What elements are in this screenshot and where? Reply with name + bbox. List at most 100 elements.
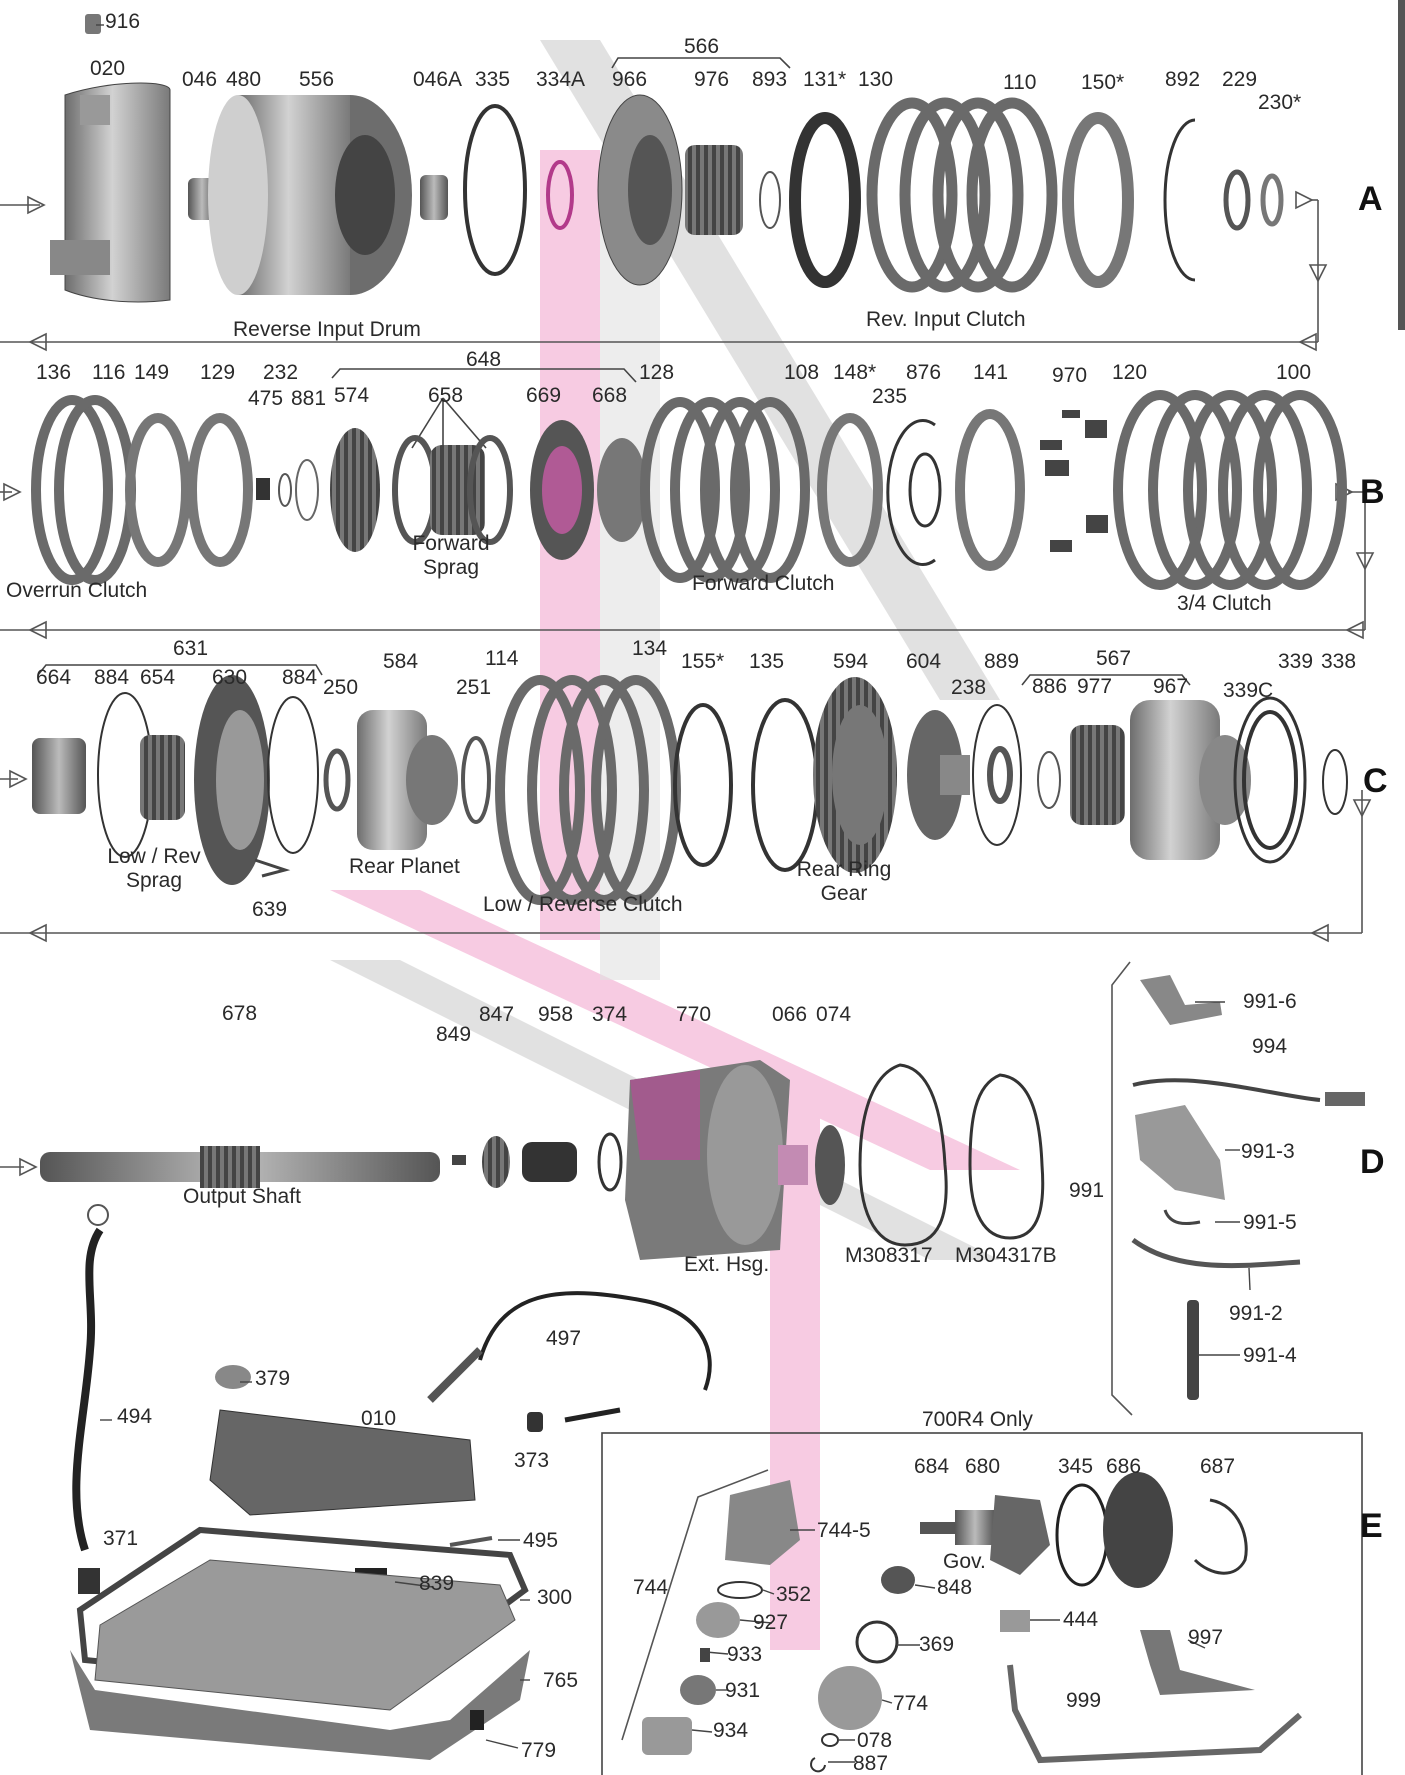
part-label: 495 [523, 1530, 558, 1551]
part-label: 916 [105, 11, 140, 32]
part-label: 129 [200, 362, 235, 383]
part-label: 994 [1252, 1036, 1287, 1057]
part-label: 566 [684, 36, 719, 57]
part-label: 991-6 [1243, 991, 1297, 1012]
part-label: 230* [1258, 92, 1301, 113]
part-label: 135 [749, 651, 784, 672]
part-label: 639 [252, 899, 287, 920]
part-label: 155* [681, 651, 724, 672]
part-label: 494 [117, 1406, 152, 1427]
part-label: 567 [1096, 648, 1131, 669]
caption-low-reverse-clutch: Low / Reverse Clutch [483, 893, 683, 917]
part-label: 886 [1032, 676, 1067, 697]
caption-line: Sprag [104, 869, 204, 893]
part-label: 128 [639, 362, 674, 383]
part-label: 108 [784, 362, 819, 383]
part-label: 770 [676, 1004, 711, 1025]
lower-parts [70, 1205, 710, 1760]
part-label: 876 [906, 362, 941, 383]
part-label: 893 [752, 69, 787, 90]
part-label: 680 [965, 1456, 1000, 1477]
part-label: 100 [1276, 362, 1311, 383]
part-label: 654 [140, 667, 175, 688]
part-label: 648 [466, 349, 501, 370]
part-label: 335 [475, 69, 510, 90]
part-label: 967 [1153, 676, 1188, 697]
part-label: 892 [1165, 69, 1200, 90]
part-label: 958 [538, 1004, 573, 1025]
caption-3-4-clutch: 3/4 Clutch [1177, 592, 1272, 616]
part-label: 630 [212, 667, 247, 688]
part-label: 966 [612, 69, 647, 90]
part-label: 444 [1063, 1609, 1098, 1630]
part-label: 976 [694, 69, 729, 90]
part-label: 774 [893, 1693, 928, 1714]
part-label: 020 [90, 58, 125, 79]
part-label: 997 [1188, 1627, 1223, 1648]
part-label: 136 [36, 362, 71, 383]
part-label: 991-2 [1229, 1303, 1283, 1324]
row-a-parts [50, 14, 1281, 302]
part-label: 046 [182, 69, 217, 90]
section-label-c: C [1363, 762, 1388, 801]
part-label: 744-5 [817, 1520, 871, 1541]
part-label: 744 [633, 1577, 668, 1598]
part-label: 238 [951, 677, 986, 698]
part-label: 352 [776, 1584, 811, 1605]
part-label: 849 [436, 1024, 471, 1045]
caption-rear-ring-gear: Rear Ring Gear [794, 858, 894, 906]
part-label: 371 [103, 1528, 138, 1549]
scroll-edge-bar [1398, 0, 1405, 330]
caption-rev-input-clutch: Rev. Input Clutch [866, 308, 1026, 332]
part-label: 991-5 [1243, 1212, 1297, 1233]
section-label-b: B [1360, 473, 1385, 512]
part-label: 110 [1003, 72, 1036, 93]
part-label: 933 [727, 1644, 762, 1665]
caption-output-shaft: Output Shaft [183, 1185, 301, 1209]
part-label: 078 [857, 1730, 892, 1751]
part-label: 658 [428, 385, 463, 406]
part-label: 991-3 [1241, 1141, 1295, 1162]
part-label: 594 [833, 651, 868, 672]
part-label: 668 [592, 385, 627, 406]
caption-forward-clutch: Forward Clutch [692, 572, 834, 596]
part-label: 010 [361, 1408, 396, 1429]
part-label: 250 [323, 677, 358, 698]
part-label: 130 [858, 69, 893, 90]
part-label: 631 [173, 638, 208, 659]
part-label: 066 [772, 1004, 807, 1025]
part-label: 150* [1081, 72, 1124, 93]
caption-gasket-2: M304317B [955, 1244, 1057, 1268]
part-label: 991-4 [1243, 1345, 1297, 1366]
part-label: 970 [1052, 365, 1087, 386]
part-label: 848 [937, 1577, 972, 1598]
part-label: 131* [803, 69, 846, 90]
part-label: 687 [1200, 1456, 1235, 1477]
section-label-e: E [1360, 1507, 1383, 1546]
row-b-parts [36, 395, 1342, 585]
part-label: 686 [1106, 1456, 1141, 1477]
part-label: 116 [92, 362, 125, 383]
part-label: 235 [872, 386, 907, 407]
part-label: 927 [753, 1612, 788, 1633]
section-label-a: A [1358, 180, 1383, 219]
caption-line: Low / Rev [104, 845, 204, 869]
part-label: 149 [134, 362, 169, 383]
part-label: 339C [1223, 680, 1273, 701]
part-label: 334A [536, 69, 585, 90]
caption-line: Sprag [411, 556, 491, 580]
part-label: 369 [919, 1634, 954, 1655]
part-label: 480 [226, 69, 261, 90]
part-label: 074 [816, 1004, 851, 1025]
part-label: 373 [514, 1450, 549, 1471]
caption-low-rev-sprag: Low / Rev Sprag [104, 845, 204, 893]
caption-ext-hsg: Ext. Hsg. [684, 1253, 769, 1277]
part-label: 887 [853, 1753, 888, 1774]
part-label: 847 [479, 1004, 514, 1025]
part-label: 664 [36, 667, 71, 688]
part-label: 374 [592, 1004, 627, 1025]
caption-gasket-1: M308317 [845, 1244, 933, 1268]
part-label: 574 [334, 385, 369, 406]
part-label: 604 [906, 651, 941, 672]
